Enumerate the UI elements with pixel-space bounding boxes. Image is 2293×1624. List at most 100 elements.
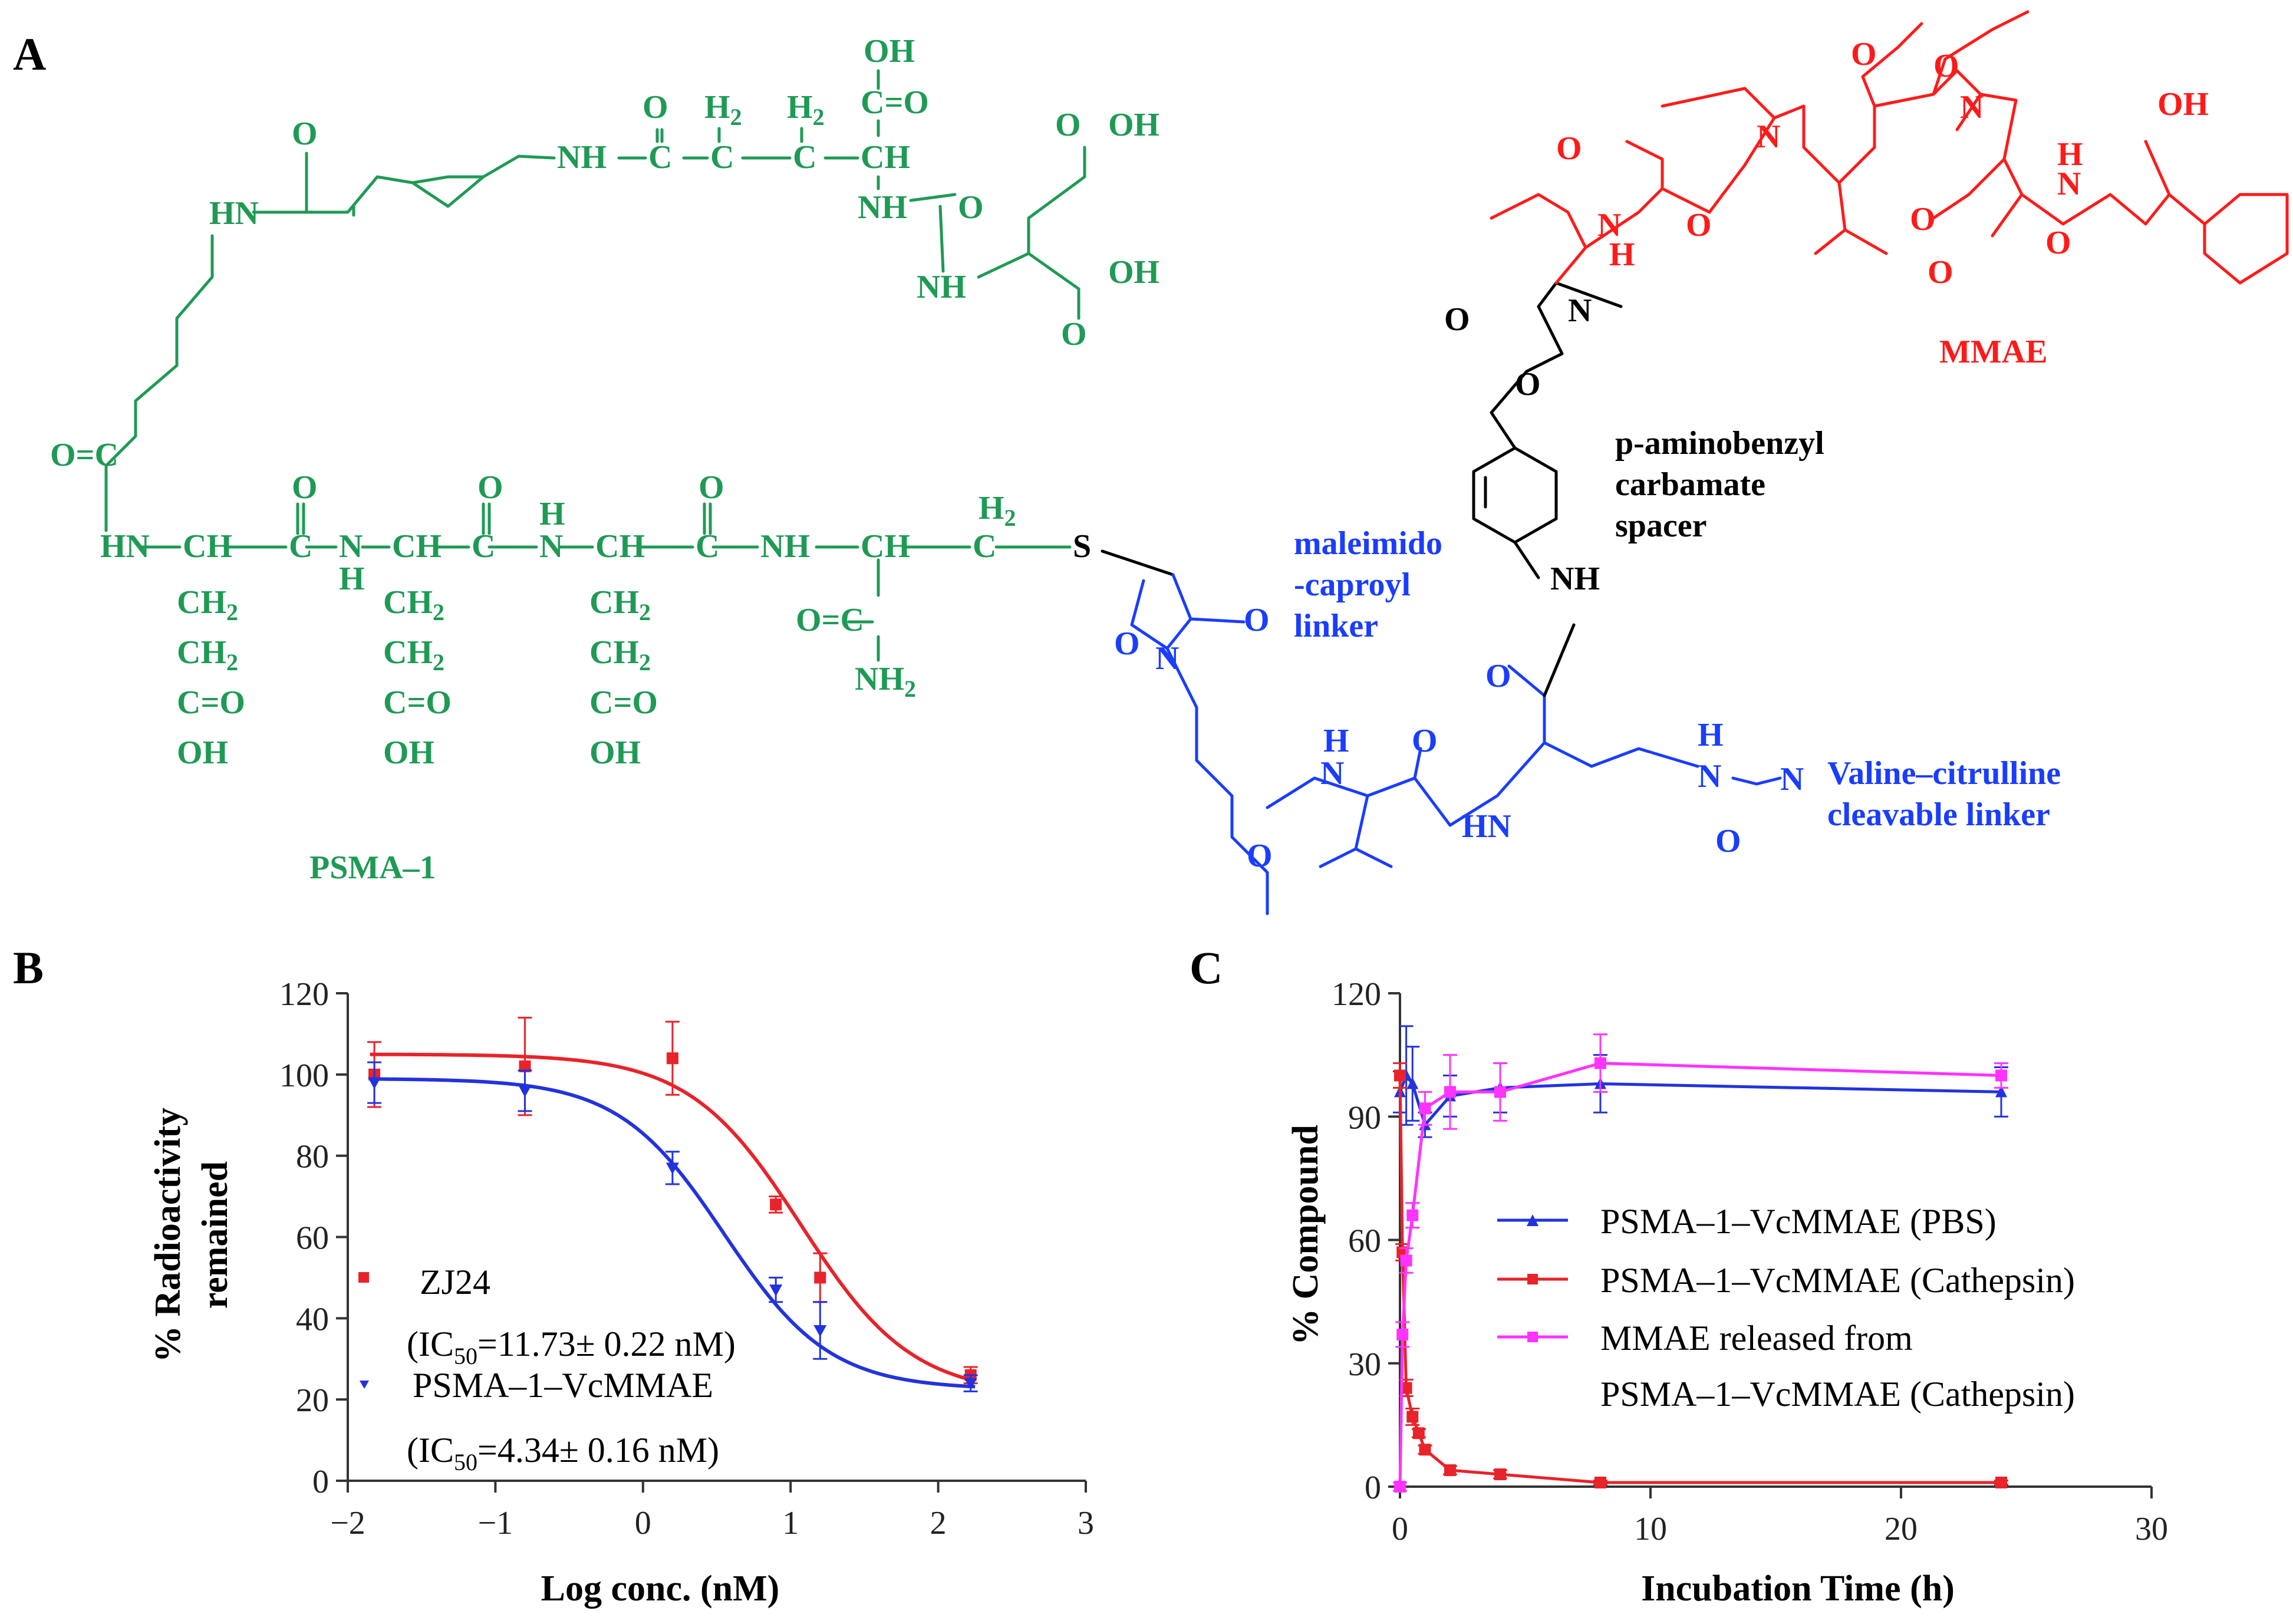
chart-c-x-tick-label: 20 bbox=[1885, 1511, 1918, 1547]
chart-b-x-tick-label: 0 bbox=[635, 1505, 651, 1541]
data-point bbox=[666, 1052, 678, 1065]
chart-c-y-tick-label: 90 bbox=[1348, 1099, 1381, 1136]
chart-b-y-tick-label: 80 bbox=[296, 1139, 329, 1175]
atom-oh-mmae: OH bbox=[2157, 86, 2209, 123]
atom-nh2: NH2 bbox=[855, 661, 916, 702]
atom-o-cap: O bbox=[1247, 838, 1273, 874]
chart-b-legend: ZJ24 (IC50=11.73± 0.22 nM) PSMA–1–VcMMAE… bbox=[358, 1263, 736, 1475]
chart-c-x-tick-label: 10 bbox=[1634, 1511, 1667, 1547]
atom-ch-top: CH bbox=[861, 139, 910, 176]
chart-b-ylabel: % Radioactivity remained bbox=[148, 1108, 235, 1362]
atom-o-glu2: O bbox=[1061, 316, 1087, 353]
panel-label-b: B bbox=[13, 942, 44, 993]
data-point bbox=[1594, 1057, 1606, 1069]
svg-text:CH2: CH2 bbox=[383, 634, 444, 676]
series-line-0 bbox=[1398, 1072, 2002, 1128]
data-point bbox=[1406, 1077, 1419, 1089]
atom-n-mmae1: N bbox=[1597, 207, 1621, 243]
svg-text:CH2: CH2 bbox=[383, 584, 444, 625]
atom-h-mmae1: H bbox=[1609, 236, 1635, 273]
atom-o-cit: O bbox=[1485, 658, 1511, 694]
atom-o-mal2: O bbox=[1244, 602, 1270, 638]
atom-n-mmae4: N bbox=[2057, 166, 2081, 202]
legend-label-psma-vcmmae: PSMA–1–VcMMAE bbox=[413, 1366, 713, 1405]
svg-text:CH2: CH2 bbox=[589, 584, 651, 625]
atom-o-urea-cit: O bbox=[1715, 823, 1741, 859]
atom-oeqc: O=C bbox=[50, 437, 118, 473]
legend-label-released-line2: PSMA–1–VcMMAE (Cathepsin) bbox=[1600, 1375, 2075, 1414]
atom-oh-top: OH bbox=[864, 33, 915, 70]
atom-h2-a: H2 bbox=[704, 89, 742, 130]
atom-h-1: H bbox=[339, 561, 365, 597]
chart-c-ylabel: % Compound bbox=[1286, 1125, 1326, 1345]
atom-s: S bbox=[1073, 528, 1091, 565]
svg-text:C=O: C=O bbox=[177, 684, 245, 721]
side-chains: CH2 CH2 C=O OH CH2 CH2 C=O OH CH2 CH2 C=… bbox=[177, 584, 658, 771]
atom-o-mmae7: O bbox=[2045, 225, 2071, 261]
atom-o-carb1: O bbox=[1444, 301, 1470, 338]
chart-b-y-tick-label: 60 bbox=[296, 1220, 329, 1257]
atom-ch-2: CH bbox=[392, 528, 442, 565]
svg-text:OH: OH bbox=[177, 734, 228, 771]
data-point bbox=[1419, 1444, 1431, 1456]
data-point bbox=[813, 1325, 827, 1338]
atom-n-term: N bbox=[1780, 761, 1804, 798]
psma-1-structure: NH C O H2 C H2 C CH OH C=O NH O NH O OH … bbox=[50, 33, 1159, 771]
data-point bbox=[1594, 1477, 1606, 1489]
chart-c-y-tick-label: 120 bbox=[1332, 976, 1381, 1013]
data-point bbox=[1412, 1427, 1425, 1439]
data-point bbox=[1406, 1411, 1419, 1423]
data-point bbox=[770, 1198, 782, 1211]
chart-b-x-tick-label: −2 bbox=[330, 1505, 365, 1541]
svg-text:Valine–citrulline: Valine–citrulline bbox=[1827, 755, 2061, 792]
legend-label-released: MMAE released from bbox=[1600, 1319, 1913, 1358]
atom-h-2: H bbox=[539, 496, 565, 532]
mmae-label: MMAE bbox=[1939, 334, 2048, 370]
chart-b-y-tick-label: 0 bbox=[312, 1464, 329, 1500]
data-point bbox=[1995, 1069, 2007, 1082]
chart-b-x-tick-label: 2 bbox=[930, 1505, 947, 1541]
atom-c2: C bbox=[710, 139, 734, 176]
chart-b-y-tick-label: 40 bbox=[296, 1301, 329, 1338]
data-point bbox=[1406, 1209, 1419, 1221]
legend-marker-cathepsin bbox=[1527, 1274, 1538, 1284]
chart-b-ylabel-line2: remained bbox=[195, 1161, 235, 1309]
atom-nh-pabc: NH bbox=[1550, 561, 1600, 597]
atom-hn-cit: HN bbox=[1462, 808, 1511, 845]
atom-hn-amide: HN bbox=[209, 195, 259, 232]
chart-b-x-tick-label: 1 bbox=[782, 1505, 799, 1541]
data-point bbox=[1995, 1477, 2007, 1489]
chart-c-x-tick-label: 0 bbox=[1392, 1511, 1408, 1547]
svg-text:OH: OH bbox=[383, 734, 434, 771]
atom-c1: C bbox=[648, 139, 672, 176]
spacer-label: p-aminobenzyl carbamate spacer bbox=[1615, 425, 1824, 544]
pabc-spacer-structure: NH O O N bbox=[1444, 281, 1623, 697]
valine-citrulline-structure: H N O HN O H N O N bbox=[1266, 658, 1804, 868]
atom-ch-3: CH bbox=[595, 528, 645, 565]
chart-c-legend: PSMA–1–VcMMAE (PBS) PSMA–1–VcMMAE (Cathe… bbox=[1497, 1202, 2075, 1414]
chart-b-x-tick-label: −1 bbox=[478, 1505, 513, 1541]
atom-nh-urea2: NH bbox=[917, 269, 966, 305]
legend-label-cathepsin: PSMA–1–VcMMAE (Cathepsin) bbox=[1600, 1261, 2075, 1300]
atom-oh-glu1: OH bbox=[1108, 107, 1159, 143]
atom-ceqo-top: C=O bbox=[861, 84, 929, 121]
atom-ch2c: C bbox=[973, 528, 996, 565]
psma-1-label: PSMA–1 bbox=[309, 849, 436, 886]
atom-o-c1: O bbox=[292, 469, 318, 506]
mmae-structure: O N H O N O O N O O O N H OH bbox=[1490, 10, 2289, 291]
svg-text:CH2: CH2 bbox=[177, 584, 238, 625]
svg-text:C=O: C=O bbox=[589, 684, 658, 721]
atom-o-mmae1: O bbox=[1556, 130, 1582, 167]
svg-text:maleimido: maleimido bbox=[1294, 525, 1442, 562]
atom-oh-glu2: OH bbox=[1108, 254, 1159, 291]
atom-nh-4: NH bbox=[760, 528, 810, 565]
svg-text:OH: OH bbox=[589, 734, 641, 771]
atom-h-cit: H bbox=[1698, 717, 1724, 753]
data-point bbox=[1494, 1086, 1506, 1098]
data-point bbox=[1444, 1086, 1456, 1098]
atom-o-mmae3: O bbox=[1851, 36, 1877, 73]
atom-o-glu1: O bbox=[1055, 107, 1081, 143]
